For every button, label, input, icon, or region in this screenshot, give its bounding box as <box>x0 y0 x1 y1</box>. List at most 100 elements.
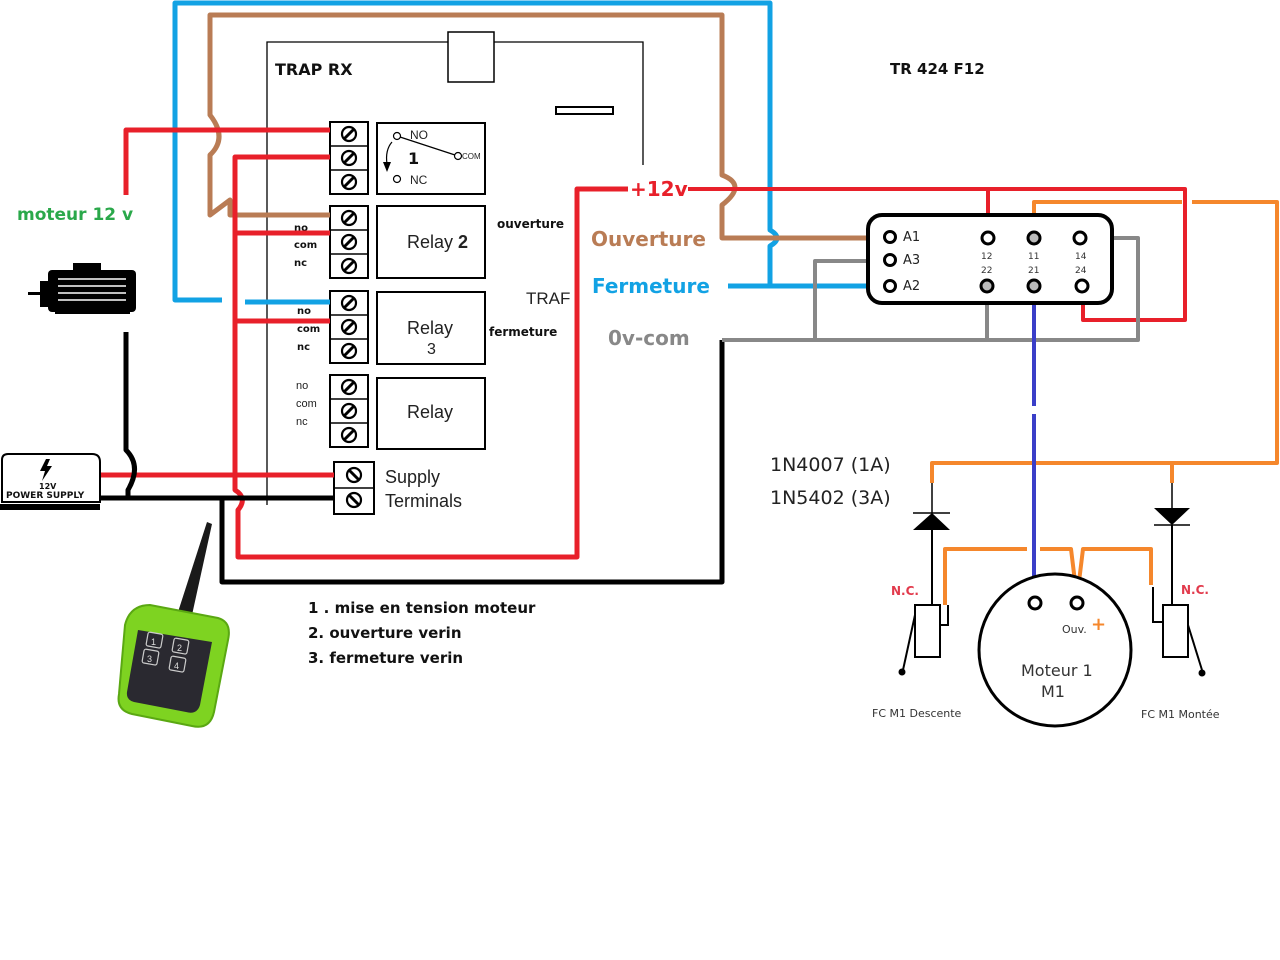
pin-22[interactable] <box>979 278 995 294</box>
screw-terminal-icon[interactable] <box>340 209 358 227</box>
pin-11-label: 11 <box>1028 252 1039 262</box>
pin-a1-label: A1 <box>903 230 920 245</box>
board-title: TRAP RX <box>275 60 353 79</box>
supply-terminal-block <box>333 461 375 515</box>
screw-terminal-icon[interactable] <box>340 125 358 143</box>
wire-label-plus12-bg <box>628 176 688 202</box>
remote-button-3[interactable]: 3 <box>141 648 160 666</box>
wire-red-motor-relay1 <box>123 127 330 195</box>
remote-button-4[interactable]: 4 <box>168 655 187 673</box>
relay1-box: NO NC COM 1 <box>376 122 486 195</box>
limit-right-label: FC M1 Montée <box>1141 708 1220 721</box>
board-slot <box>555 106 614 115</box>
legend-item-3: 3. fermeture verin <box>308 649 463 667</box>
relay3-terminal-block <box>329 290 369 364</box>
relay2-function-label: ouverture <box>497 217 564 231</box>
switch-arrow-icon <box>385 141 393 165</box>
limit-left-contact: N.C. <box>891 584 919 598</box>
pin-a3-label: A3 <box>903 253 920 268</box>
relay4-terminal-block <box>329 374 369 448</box>
wire-label-plus12: +12v <box>630 177 688 201</box>
remote-button-1[interactable]: 1 <box>145 631 164 649</box>
relay4-label: Relay <box>407 402 453 422</box>
relay3-number: 3 <box>427 341 436 358</box>
board-outline-right <box>494 41 644 165</box>
screw-terminal-icon[interactable] <box>340 342 358 360</box>
pin-a2[interactable] <box>883 279 897 293</box>
remote-button-3-label: 3 <box>147 654 152 664</box>
antenna-connector <box>447 31 495 83</box>
relay1-no-label: NO <box>410 128 428 142</box>
pin-14[interactable] <box>1072 230 1088 246</box>
pin-12[interactable] <box>980 230 996 246</box>
limit-switch-right <box>1152 587 1206 677</box>
remote-button-2[interactable]: 2 <box>171 637 190 655</box>
remote-antenna <box>178 522 212 615</box>
relay1-number: 1 <box>408 149 419 168</box>
wire-label-fermeture: Fermeture <box>592 274 710 298</box>
pin-a1[interactable] <box>883 230 897 244</box>
motor12-label: moteur 12 v <box>17 205 133 225</box>
pin-24-label: 24 <box>1075 266 1087 276</box>
screw-terminal-icon[interactable] <box>340 294 358 312</box>
remote-button-1-label: 1 <box>151 637 156 647</box>
screw-terminal-icon[interactable] <box>340 318 358 336</box>
board-partial-label: TRAF <box>526 289 570 308</box>
relay2-terminal-block <box>329 205 369 279</box>
screw-terminal-icon[interactable] <box>345 466 363 484</box>
diode-label-1: 1N4007 (1A) <box>770 454 891 476</box>
limit-right-contact: N.C. <box>1181 583 1209 597</box>
screw-terminal-icon[interactable] <box>340 149 358 167</box>
pin-14-label: 14 <box>1075 252 1087 262</box>
motor1-label-line2: M1 <box>1041 682 1065 701</box>
legend-item-2: 2. ouverture verin <box>308 624 462 642</box>
relay3-pin-no: no <box>297 306 311 317</box>
remote-control[interactable]: 1 2 3 4 <box>117 522 230 728</box>
diode-label-2: 1N5402 (3A) <box>770 487 891 509</box>
trap-rx-board: TRAP RX TRAF NO NC COM 1 <box>266 31 644 515</box>
relay2-label-text: Relay <box>407 232 453 252</box>
pin-21[interactable] <box>1026 278 1042 294</box>
screw-terminal-icon[interactable] <box>345 491 363 509</box>
diode-right-icon <box>1154 508 1190 525</box>
relay3-pin-com: com <box>297 324 320 335</box>
screw-terminal-icon[interactable] <box>340 378 358 396</box>
screw-terminal-icon[interactable] <box>340 426 358 444</box>
relay2-pin-nc: nc <box>294 258 307 269</box>
screw-terminal-icon[interactable] <box>340 173 358 191</box>
motor1-terminal-plus[interactable] <box>1069 595 1085 611</box>
screw-terminal-icon[interactable] <box>340 257 358 275</box>
motor1-terminal-minus[interactable] <box>1027 595 1043 611</box>
power-supply-label: POWER SUPPLY <box>6 491 85 501</box>
wire-label-0v-com: 0v-com <box>608 326 690 350</box>
pin-22-label: 22 <box>981 266 992 276</box>
motor1-label-line1: Moteur 1 <box>1021 661 1093 680</box>
limit-left-label: FC M1 Descente <box>872 707 962 720</box>
wire-black-ground <box>100 340 725 585</box>
board-outline <box>266 41 448 505</box>
relay4-pin-com: com <box>296 398 317 410</box>
relay2-pin-no: no <box>294 223 308 234</box>
supply-label-line1: Supply <box>385 467 440 487</box>
relay4-box <box>376 377 486 450</box>
wire-orange-motor <box>943 547 1153 605</box>
screw-terminal-icon[interactable] <box>340 233 358 251</box>
motor1 <box>977 572 1133 728</box>
remote-button-4-label: 4 <box>174 661 179 671</box>
supply-label-line2: Terminals <box>385 491 462 511</box>
relay2-box <box>376 205 486 279</box>
relay1-terminal-block <box>329 121 369 195</box>
wire-brown-ouverture <box>207 12 888 241</box>
relay3-label: Relay <box>407 318 453 338</box>
legend-item-1: 1 . mise en tension moteur <box>308 599 536 617</box>
pin-a2-label: A2 <box>903 279 920 294</box>
screw-terminal-icon[interactable] <box>340 402 358 420</box>
pin-24[interactable] <box>1074 278 1090 294</box>
power-supply-voltage: 12V <box>39 482 57 491</box>
diode-right <box>1154 483 1190 605</box>
pin-a3[interactable] <box>883 253 897 267</box>
pin-11[interactable] <box>1026 230 1042 246</box>
power-supply: 12V POWER SUPPLY <box>0 453 101 510</box>
relay4-pin-no: no <box>296 380 308 392</box>
